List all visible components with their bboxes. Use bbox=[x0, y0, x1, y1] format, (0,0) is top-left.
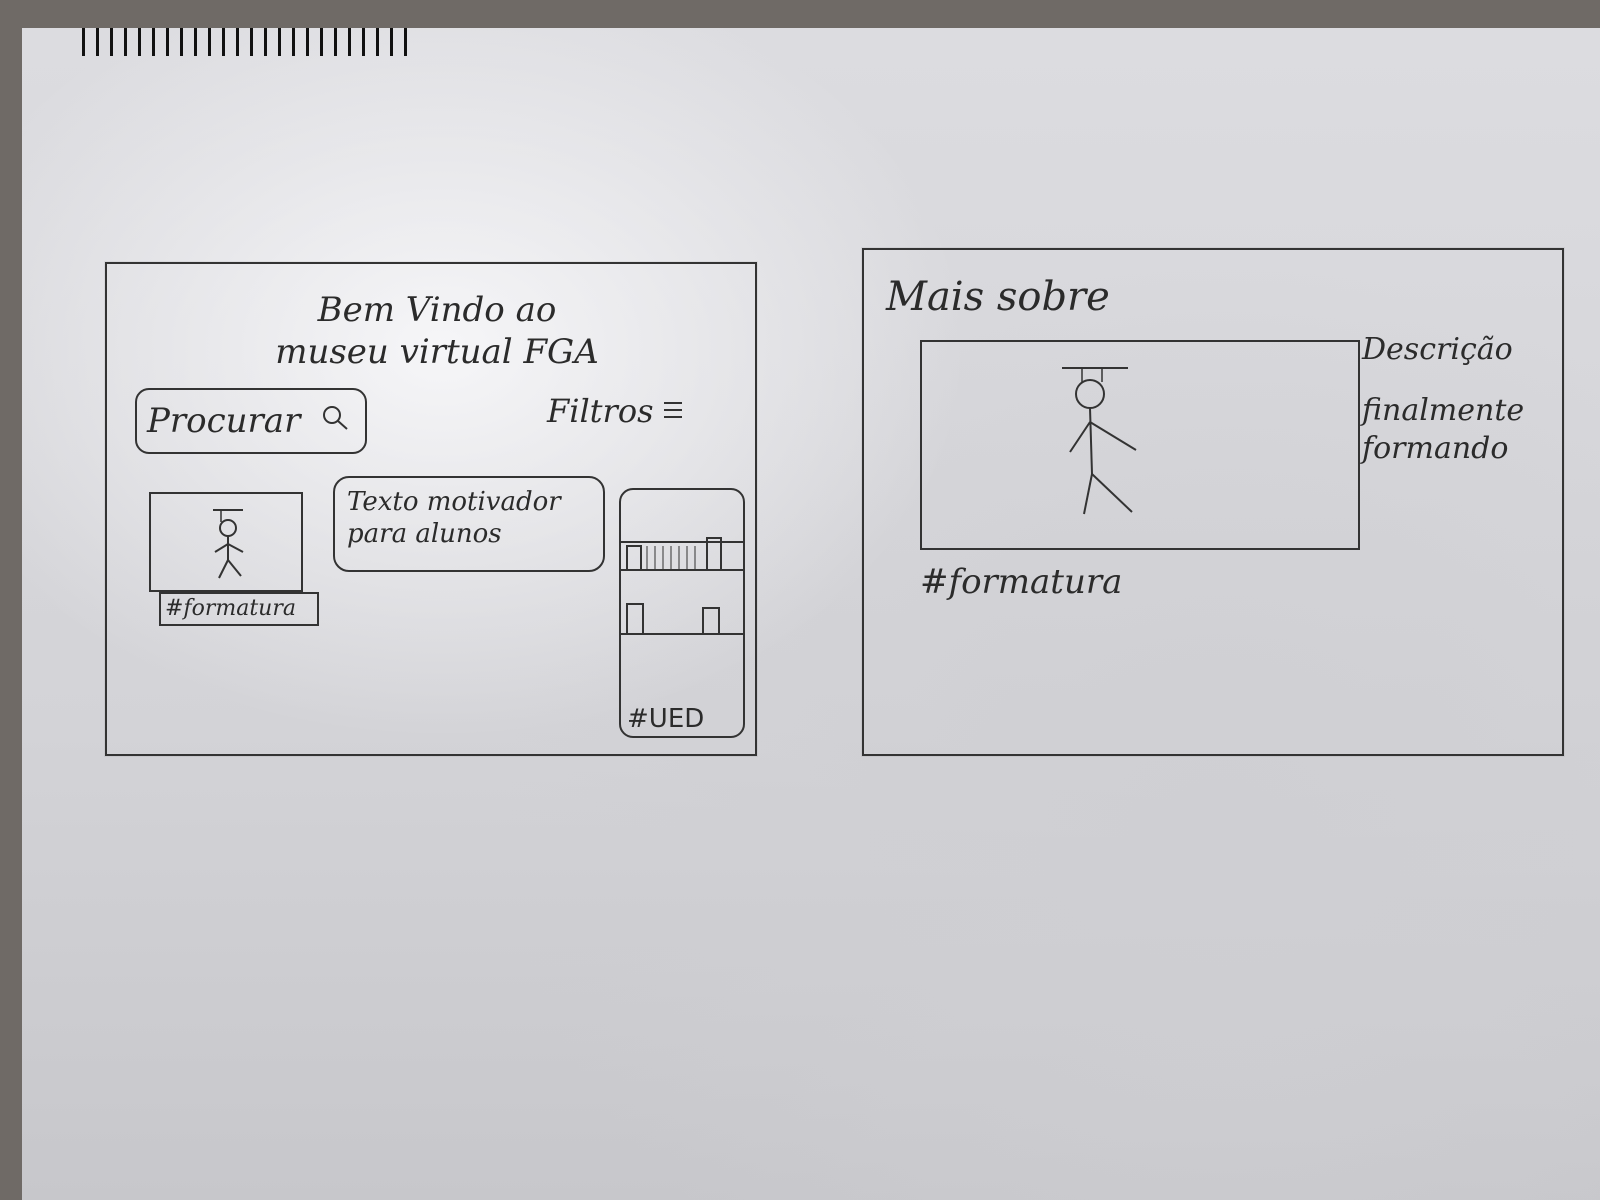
motivation-text: Texto motivador para alunos bbox=[333, 476, 605, 572]
graduate-figure-icon bbox=[213, 509, 244, 579]
filters-button[interactable]: Filtros bbox=[547, 392, 684, 430]
ued-card[interactable]: #UED bbox=[619, 488, 745, 738]
detail-screen: Mais sobre Descrição finalmente formando… bbox=[862, 248, 1564, 756]
description-title: Descrição bbox=[1362, 332, 1513, 367]
search-label: Procurar bbox=[147, 401, 301, 441]
filters-label: Filtros bbox=[547, 392, 654, 430]
ued-tag[interactable]: #UED bbox=[627, 704, 705, 734]
welcome-title: Bem Vindo ao museu virtual FGA bbox=[275, 290, 599, 372]
search-icon[interactable] bbox=[320, 403, 350, 440]
graduation-thumbnail bbox=[149, 492, 303, 592]
page-title: Mais sobre bbox=[886, 274, 1110, 320]
graduation-tag[interactable]: #formatura bbox=[159, 592, 319, 626]
home-screen: Bem Vindo ao museu virtual FGA Procurar … bbox=[105, 262, 757, 756]
detail-image bbox=[920, 340, 1360, 550]
sketch-paper bbox=[22, 28, 1600, 1200]
menu-icon bbox=[662, 395, 684, 428]
search-input[interactable]: Procurar bbox=[135, 388, 367, 454]
notebook-spiral bbox=[82, 28, 422, 58]
description-text: finalmente formando bbox=[1362, 393, 1525, 466]
detail-tag[interactable]: #formatura bbox=[920, 562, 1123, 602]
graduation-card[interactable]: #formatura bbox=[149, 492, 321, 630]
graduate-figure-icon bbox=[1062, 367, 1137, 515]
building-icon bbox=[621, 537, 745, 635]
